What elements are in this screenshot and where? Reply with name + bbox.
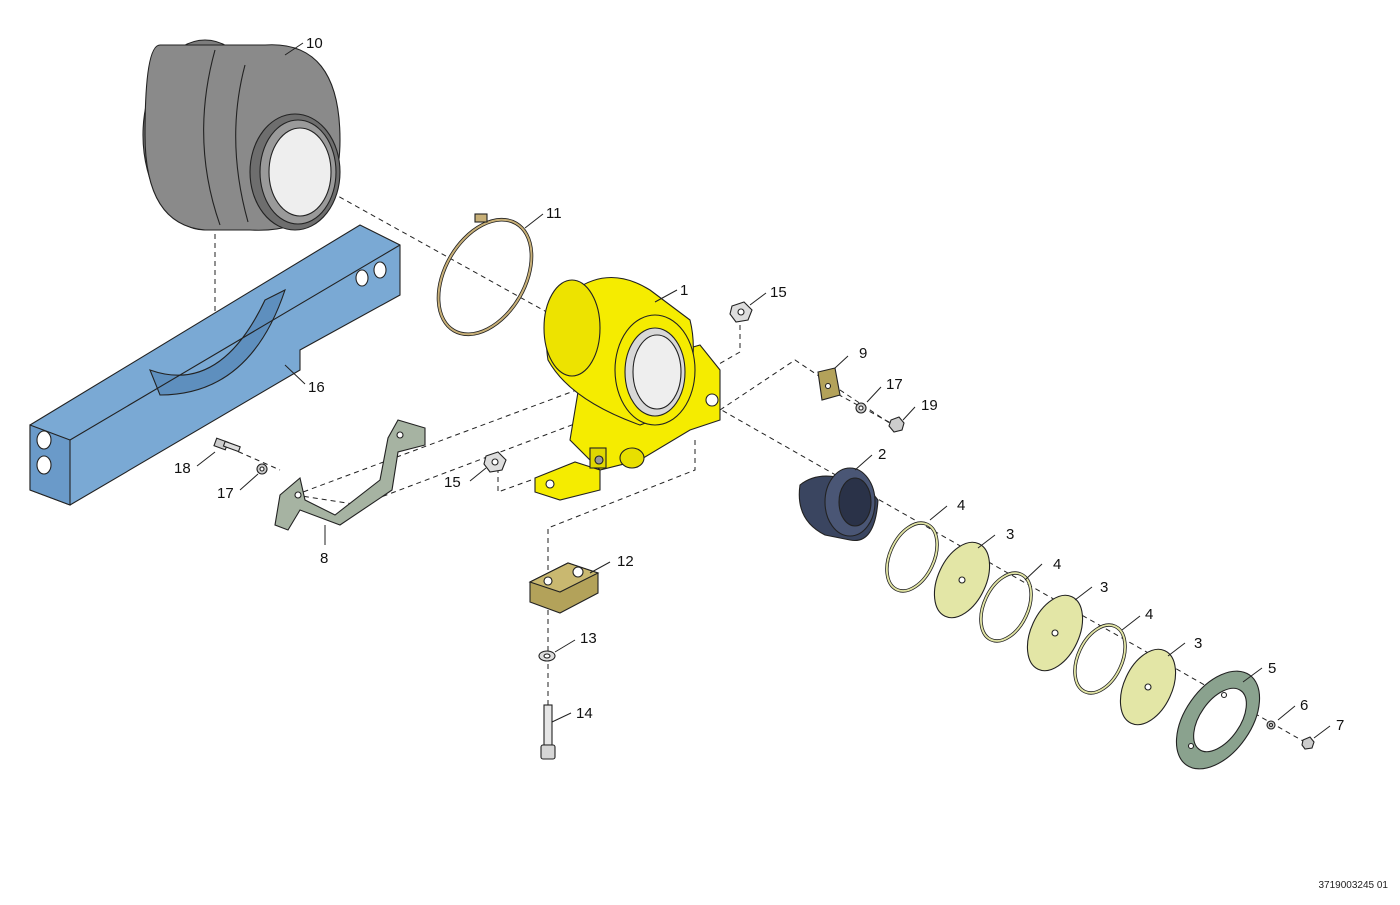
part-5-flange-plate — [1175, 670, 1261, 770]
callout-4-first: 4 — [957, 497, 965, 514]
part-13-washer — [538, 650, 556, 662]
callout-10: 10 — [306, 35, 323, 52]
callout-7: 7 — [1336, 717, 1344, 734]
part-17-washer-left — [256, 463, 268, 475]
part-19-nut — [888, 416, 905, 433]
callout-19: 19 — [921, 397, 938, 414]
callout-13: 13 — [580, 630, 597, 647]
part-11-hose-clamp — [436, 213, 534, 337]
callout-16: 16 — [308, 379, 325, 396]
part-15-nut-lower — [483, 451, 507, 473]
part-3-disc-2 — [1026, 594, 1084, 672]
callout-12: 12 — [617, 553, 634, 570]
callout-labels: 10 11 1 15 9 17 19 16 18 17 8 15 2 4 3 4… — [174, 35, 1344, 734]
callout-3-first: 3 — [1006, 526, 1014, 543]
part-3-disc-1 — [933, 541, 991, 619]
part-16-support-bracket — [29, 224, 401, 506]
part-6-washer — [1266, 720, 1276, 730]
part-3-disc-3 — [1119, 648, 1177, 726]
callout-15-lower: 15 — [444, 474, 461, 491]
leader-lines — [196, 42, 1331, 739]
callout-14: 14 — [576, 705, 593, 722]
callout-11: 11 — [546, 205, 562, 222]
part-4-spring-ring-1 — [885, 521, 939, 593]
part-18-screw — [213, 437, 241, 453]
part-14-bolt — [540, 704, 556, 760]
part-9-plate — [817, 367, 841, 401]
callout-8: 8 — [320, 550, 328, 567]
callout-4-second: 4 — [1053, 556, 1061, 573]
callout-18: 18 — [174, 460, 191, 477]
callout-6: 6 — [1300, 697, 1308, 714]
part-15-nut-upper — [729, 301, 753, 323]
document-id: 3719003245 01 — [1318, 880, 1388, 891]
part-10-end-cover — [142, 39, 341, 231]
callout-3-second: 3 — [1100, 579, 1108, 596]
callout-5: 5 — [1268, 660, 1276, 677]
callout-17-right: 17 — [886, 376, 903, 393]
part-4-spring-ring-3 — [1073, 623, 1127, 695]
callout-3-third: 3 — [1194, 635, 1202, 652]
part-12-clamp-block — [528, 562, 600, 614]
callout-1: 1 — [680, 282, 688, 299]
part-4-spring-ring-2 — [979, 571, 1033, 643]
part-7-screw — [1301, 736, 1315, 750]
callout-4-third: 4 — [1145, 606, 1153, 623]
part-2-bushing — [798, 467, 879, 542]
callout-2: 2 — [878, 446, 886, 463]
callout-15-upper: 15 — [770, 284, 787, 301]
callout-17-left: 17 — [217, 485, 234, 502]
callout-9: 9 — [859, 345, 867, 362]
part-17-washer-right — [855, 402, 867, 414]
part-8-retaining-clip — [274, 419, 426, 531]
part-1-bearing-housing — [534, 276, 721, 501]
